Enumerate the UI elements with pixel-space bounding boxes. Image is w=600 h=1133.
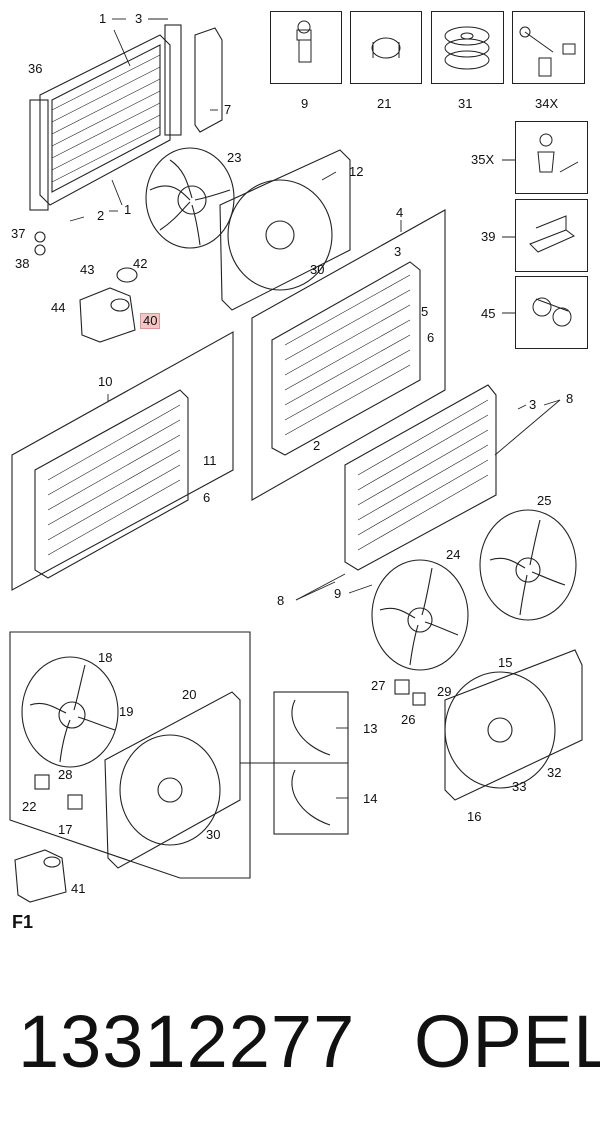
radiator-box-4 [251, 209, 446, 501]
inset-label-31: 31 [458, 96, 473, 111]
callout-4: 4 [396, 205, 404, 220]
callout-1: 1 [99, 11, 107, 26]
callout-40-highlighted: 40 [140, 313, 161, 329]
callout-44: 44 [51, 300, 66, 315]
radiator-4 [271, 261, 421, 456]
inset-box-35 [515, 121, 588, 194]
callout-2: 2 [97, 208, 105, 223]
inset-box-9 [270, 11, 342, 84]
callout-3: 3 [529, 397, 537, 412]
callout-24: 24 [446, 547, 461, 562]
inset-label-45: 45 [481, 306, 496, 321]
callout-27: 27 [371, 678, 386, 693]
inset-box-31 [431, 11, 504, 84]
part-number: 13312277 [18, 1000, 356, 1083]
callout-42: 42 [133, 256, 148, 271]
callout-8: 8 [566, 391, 574, 406]
callout-26: 26 [401, 712, 416, 727]
fan-blade-24 [371, 559, 469, 671]
callout-1: 1 [124, 202, 132, 217]
air-deflector-seal [194, 27, 223, 133]
callout-6: 6 [203, 490, 211, 505]
radiator-top [29, 24, 182, 211]
inset-label-21: 21 [377, 96, 392, 111]
callout-2: 2 [313, 438, 321, 453]
callout-36: 36 [28, 61, 43, 76]
inset-label-9: 9 [301, 96, 309, 111]
callout-25: 25 [537, 493, 552, 508]
callout-3: 3 [135, 11, 143, 26]
callout-8: 8 [277, 593, 285, 608]
callout-19: 19 [119, 704, 134, 719]
coolant-reservoir-top [79, 267, 138, 343]
callout-14: 14 [363, 791, 378, 806]
figure-id: F1 [12, 912, 34, 932]
callout-10: 10 [98, 374, 113, 389]
inset-label-39: 39 [481, 229, 496, 244]
radiator-box-10 [11, 331, 234, 591]
callout-28: 28 [58, 767, 73, 782]
callout-38: 38 [15, 256, 30, 271]
coolant-reservoir-41 [14, 849, 67, 903]
callout-22: 22 [22, 799, 37, 814]
callout-7: 7 [224, 102, 232, 117]
inset-box-39 [515, 199, 588, 272]
inset-box-45 [515, 276, 588, 349]
callout-41: 41 [71, 881, 86, 896]
brand-name: OPEL [414, 1000, 600, 1083]
callout-3: 3 [394, 244, 402, 259]
callout-5: 5 [421, 304, 429, 319]
callout-43: 43 [80, 262, 95, 277]
callout-15: 15 [498, 655, 513, 670]
callout-9: 9 [334, 586, 342, 601]
fan-shroud-20 [104, 691, 241, 869]
fan-assembly-box [9, 631, 251, 879]
fan-shroud-12 [219, 149, 351, 311]
callout-12: 12 [349, 164, 364, 179]
callout-6: 6 [427, 330, 435, 345]
callout-30: 30 [206, 827, 221, 842]
relays-17-22 [34, 679, 426, 810]
nut-37-38 [34, 231, 46, 256]
callout-18: 18 [98, 650, 113, 665]
inset-box-34 [512, 11, 585, 84]
radiator-10 [34, 389, 189, 579]
callout-37: 37 [11, 226, 26, 241]
inset-label-35: 35X [471, 152, 495, 167]
callout-23: 23 [227, 150, 242, 165]
callout-32: 32 [547, 765, 562, 780]
fan-shroud-15 [444, 649, 583, 801]
radiator-8 [344, 384, 497, 571]
callout-17: 17 [58, 822, 73, 837]
inset-box-21 [350, 11, 422, 84]
fan-blade-18 [21, 656, 119, 768]
callout-11: 11 [203, 453, 217, 468]
leader-lines [69, 18, 561, 799]
fan-blade-25 [479, 509, 577, 621]
callout-30: 30 [310, 262, 325, 277]
callout-16: 16 [467, 809, 482, 824]
inset-label-34: 34X [535, 96, 559, 111]
callout-20: 20 [182, 687, 197, 702]
callout-33: 33 [512, 779, 527, 794]
callout-29: 29 [437, 684, 452, 699]
callout-13: 13 [363, 721, 378, 736]
